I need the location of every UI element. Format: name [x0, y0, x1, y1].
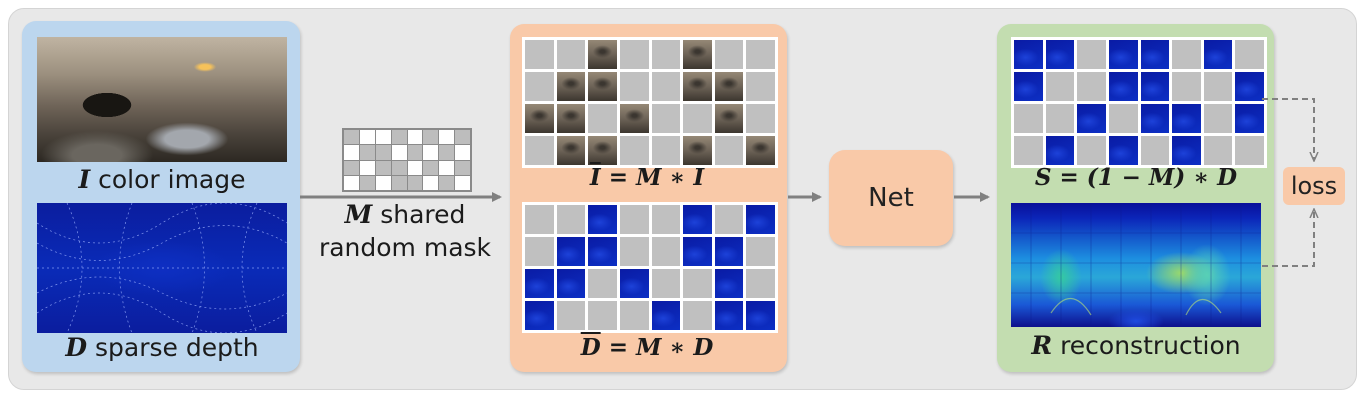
depth-symbol: D [65, 333, 88, 362]
reconstruction-caption: R reconstruction [1011, 331, 1261, 361]
depth-pattern [37, 203, 287, 333]
masked-depth-symbol: D [580, 334, 601, 361]
supervision-grid [1011, 37, 1267, 168]
supervision-formula: S = (1 − M) ∗ D [1034, 164, 1238, 191]
masked-depth-grid [522, 202, 778, 333]
masked-image-rhs: = M ∗ I [608, 164, 705, 191]
reconstruction-symbol: R [1031, 331, 1053, 360]
loss-box: loss [1283, 167, 1345, 205]
mask-caption-line2: random mask [318, 233, 492, 262]
color-image-symbol: I [78, 165, 91, 194]
masked-image-grid [522, 37, 778, 168]
masked-depth-rhs: = M ∗ D [608, 334, 714, 361]
color-image-label: color image [98, 165, 246, 194]
reconstruction-texture [1011, 203, 1261, 327]
depth-label: sparse depth [95, 333, 259, 362]
mask-caption-line1: M shared [300, 200, 510, 230]
sparse-depth-image [37, 203, 287, 333]
masked-depth-formula: D = M ∗ D [522, 333, 772, 363]
color-image [37, 37, 287, 162]
mask-label-1: shared [380, 200, 466, 229]
reconstruction-label: reconstruction [1060, 331, 1241, 360]
masked-image-formula: I = M ∗ I [522, 163, 772, 193]
masked-image-symbol: I [589, 164, 601, 191]
net-box: Net [829, 150, 953, 246]
color-image-caption: I color image [37, 165, 287, 195]
reconstruction-image [1011, 203, 1261, 327]
mask-grid [342, 128, 472, 192]
depth-caption: D sparse depth [37, 333, 287, 363]
mask-symbol: M [344, 200, 373, 229]
